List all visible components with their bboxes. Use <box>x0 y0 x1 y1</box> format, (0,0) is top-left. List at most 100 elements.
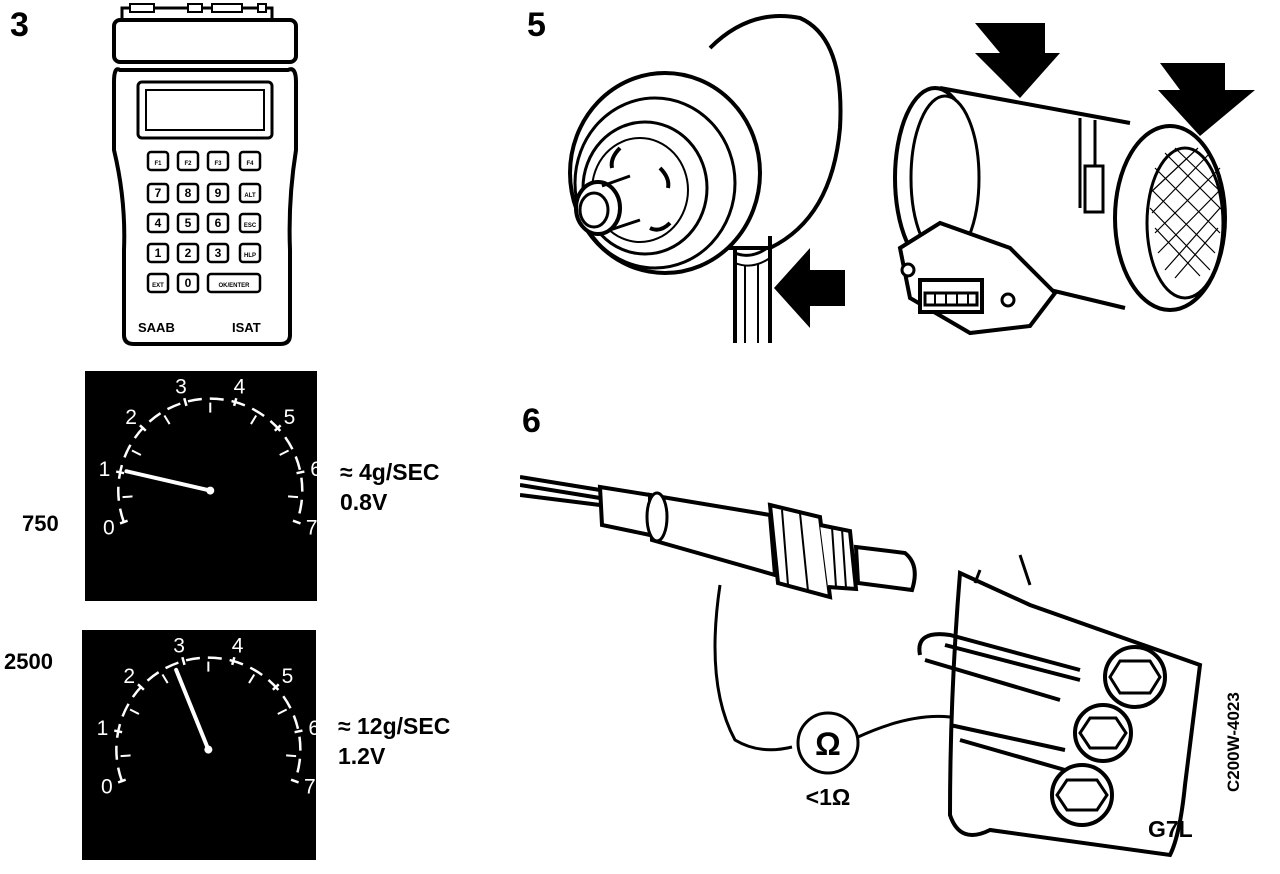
gauge-tick-label: 5 <box>282 665 294 688</box>
gauge-tick <box>115 470 125 475</box>
ground-point-label: G7L <box>1148 816 1193 842</box>
isat-key-label: 6 <box>215 216 222 230</box>
gauge-tick-label: 6 <box>310 458 317 481</box>
isat-key-label: F2 <box>184 161 192 167</box>
isat-brand: SAAB <box>138 320 175 335</box>
isat-key-1: 1 <box>146 242 170 264</box>
gauge-minor-tick <box>161 673 169 684</box>
gauge-tick <box>290 778 299 784</box>
gauge-tick-label: 4 <box>234 376 246 399</box>
isat-key-label: 1 <box>155 246 162 260</box>
gauge-needle <box>124 469 213 493</box>
isat-key-label: EXT <box>152 283 164 289</box>
isat-key-label: ALT <box>244 193 256 199</box>
gauge-minor-tick <box>163 414 171 425</box>
pressure-sensor-illustration <box>568 14 845 343</box>
isat-key-label: 2 <box>185 246 192 260</box>
figure-code: C200W-4023 <box>1224 692 1243 792</box>
gauge-tick <box>292 519 301 525</box>
resistance-value: <1Ω <box>806 784 851 810</box>
isat-key-f3: F3 <box>206 150 230 172</box>
isat-key-label: OK/ENTER <box>218 283 250 289</box>
gauge-tick-label: 1 <box>99 458 111 481</box>
isat-key-2: 2 <box>176 242 200 264</box>
figure-3-number: 3 <box>10 6 29 44</box>
gauge-tick-label: 7 <box>306 517 317 540</box>
gauge-tick <box>232 397 238 407</box>
gauge-1-reading: ≈ 4g/SEC 0.8V <box>340 458 440 518</box>
mass-air-flow-sensor-illustration <box>893 23 1255 336</box>
gauge-tick-label: 6 <box>308 717 316 740</box>
isat-key-label: 7 <box>155 186 162 200</box>
isat-key-ext: EXT <box>146 272 170 294</box>
gauge-tick <box>230 656 236 666</box>
gauge-1: 0 1 2 3 4 5 6 7 <box>85 371 317 601</box>
gauge-tick <box>137 683 145 691</box>
gauge-2-reading: ≈ 12g/SEC 1.2V <box>338 712 450 772</box>
gauge-tick-label: 2 <box>123 665 135 688</box>
oxygen-sensor-ground-test-illustration: Ω <1Ω G7L <box>520 475 1203 858</box>
isat-key-esc: ESC <box>238 212 262 234</box>
ohmmeter-symbol: Ω <box>815 726 841 762</box>
isat-key-6: 6 <box>206 212 230 234</box>
gauge-scale-arc <box>115 656 302 782</box>
isat-key-label: F4 <box>246 161 254 167</box>
gauge-tick <box>117 778 127 784</box>
gauge-minor-tick <box>120 754 131 758</box>
gauge-tick-label: 1 <box>97 717 109 740</box>
isat-key-label: 4 <box>155 216 162 230</box>
isat-key-enter: OK/ENTER <box>206 272 262 294</box>
gauge-tick-label: 7 <box>304 776 316 799</box>
gauge-minor-tick <box>277 708 288 715</box>
gauge-tick-label: 0 <box>103 517 115 540</box>
gauge-minor-tick <box>248 673 256 684</box>
figure-6-number: 6 <box>522 402 541 440</box>
gauge-tick <box>181 656 186 666</box>
isat-key-3: 3 <box>206 242 230 264</box>
figure-5-number: 5 <box>527 6 546 44</box>
gauge-tick-label: 3 <box>173 635 185 658</box>
gauge-tick-label: 3 <box>175 376 187 399</box>
gauge-1-voltage: 0.8V <box>340 488 388 515</box>
gauge-minor-tick <box>250 414 258 425</box>
isat-key-label: HLP <box>244 253 256 259</box>
gauge-minor-tick <box>122 495 133 499</box>
isat-key-hlp: HLP <box>238 242 262 264</box>
isat-key-0: 0 <box>176 272 200 294</box>
gauge-tick <box>114 729 123 734</box>
gauge-2-voltage: 1.2V <box>338 742 386 769</box>
gauge-tick <box>183 397 188 407</box>
isat-key-8: 8 <box>176 182 200 204</box>
gauge-tick-label: 0 <box>101 776 113 799</box>
isat-key-7: 7 <box>146 182 170 204</box>
isat-key-label: 0 <box>185 276 192 290</box>
gauge-minor-tick <box>131 449 142 456</box>
gauge-tick <box>119 519 129 525</box>
gauge-2-rpm: 2500 <box>4 649 53 674</box>
gauge-tick <box>296 470 305 475</box>
isat-key-label: 3 <box>215 246 222 260</box>
isat-key-label: F3 <box>214 161 222 167</box>
gauge-hub <box>204 745 213 754</box>
isat-key-label: ESC <box>244 223 257 229</box>
isat-key-f4: F4 <box>238 150 262 172</box>
isat-key-label: 9 <box>215 186 222 200</box>
isat-key-alt: ALT <box>238 182 262 204</box>
gauge-hub <box>206 486 215 495</box>
isat-key-5: 5 <box>176 212 200 234</box>
isat-key-4: 4 <box>146 212 170 234</box>
gauge-1-rpm: 750 <box>22 511 59 536</box>
isat-model: ISAT <box>232 320 261 335</box>
gauge-tick-label: 4 <box>232 635 244 658</box>
isat-key-f2: F2 <box>176 150 200 172</box>
gauge-tick-label: 2 <box>125 406 137 429</box>
gauge-tick <box>273 424 282 432</box>
isat-key-label: F1 <box>154 161 162 167</box>
gauge-tick-label: 5 <box>284 406 296 429</box>
gauge-1-flow: ≈ 4g/SEC <box>340 459 440 485</box>
isat-key-label: 8 <box>185 186 192 200</box>
gauge-2: 0 1 2 3 4 5 6 7 <box>82 630 316 860</box>
isat-key-9: 9 <box>206 182 230 204</box>
